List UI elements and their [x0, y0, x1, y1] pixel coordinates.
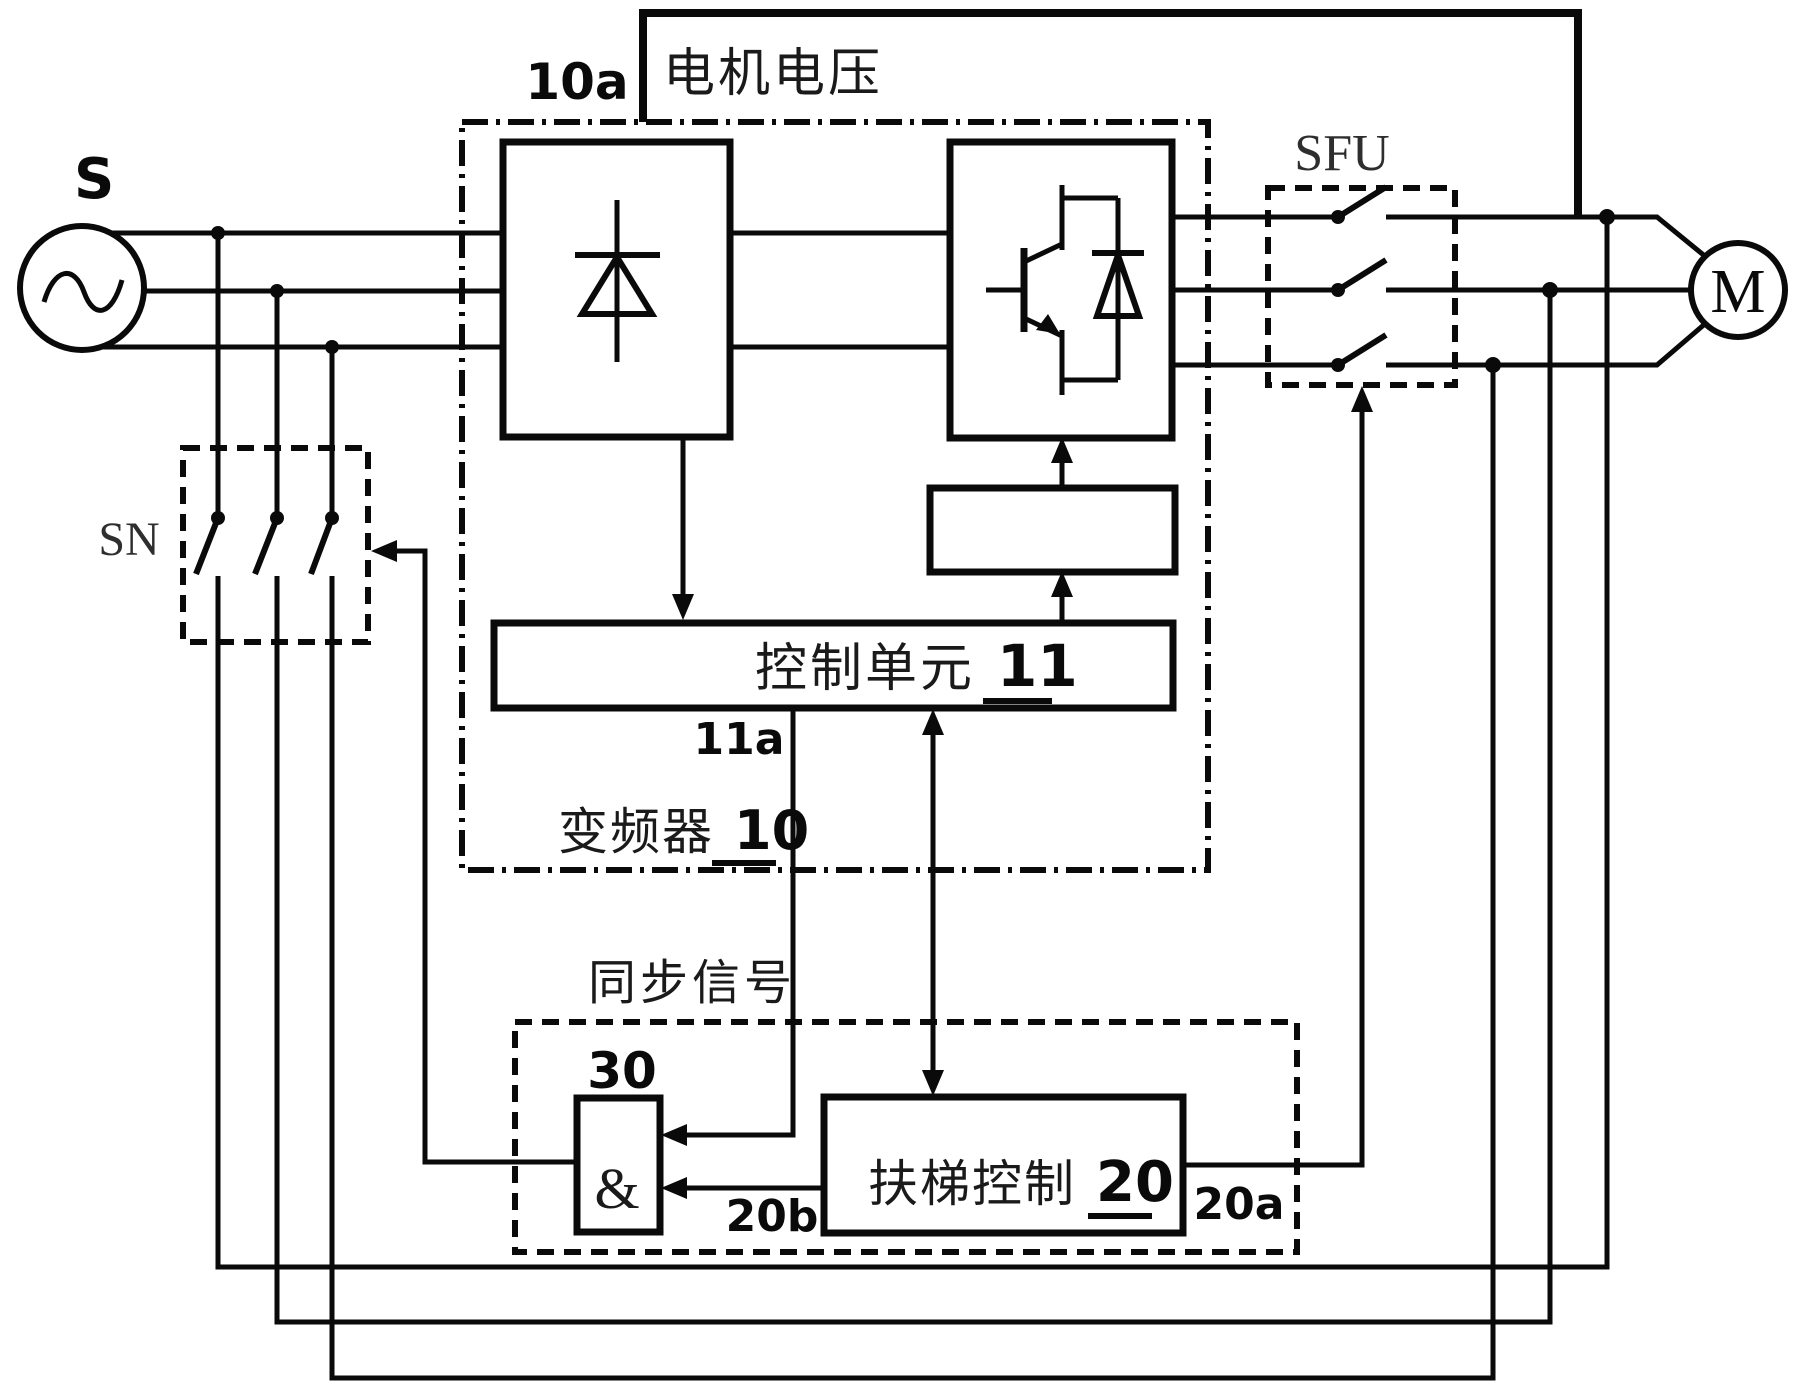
signal-20a-path	[1183, 410, 1365, 1168]
sn-switch-blade-2	[252, 516, 280, 576]
label-10a: 10a	[525, 53, 628, 111]
converter-ref: 10	[734, 799, 809, 862]
sn-contactor-box	[180, 445, 371, 645]
sn-label: SN	[98, 513, 159, 566]
motor-voltage-label: 电机电压	[663, 46, 883, 103]
signal-11a-path	[684, 708, 796, 1138]
ac-source	[17, 223, 147, 353]
inverter-block	[946, 138, 1176, 442]
bypass-bus-1	[215, 217, 1610, 1270]
control-unit-ref: 11	[997, 632, 1078, 700]
rectifier-block	[499, 138, 734, 441]
three-phase-input-wires	[101, 230, 503, 350]
dc-link-wires	[730, 230, 950, 350]
escalator-control-label: 扶梯控制 20	[868, 1150, 1174, 1215]
motor-label: M	[1710, 258, 1765, 326]
and-gate-symbol: &	[594, 1156, 639, 1221]
signal-arrows	[371, 386, 1373, 1199]
sfu-switch-blade-1	[1336, 184, 1388, 220]
source-label: S	[74, 147, 114, 212]
motor: M	[1688, 240, 1788, 340]
bypass-bus-2	[274, 290, 1553, 1325]
frequency-converter-box	[459, 119, 1211, 873]
escalator-control-ref: 20	[1096, 1150, 1174, 1215]
and-gate-output-path	[394, 548, 577, 1165]
sfu-switch-blade-3	[1336, 332, 1388, 368]
label-20b: 20b	[726, 1191, 819, 1242]
converter-label: 变频器 10	[558, 799, 809, 862]
rectifier-diode-symbol	[575, 200, 660, 362]
igbt-symbol	[986, 185, 1065, 395]
label-30: 30	[587, 1042, 657, 1100]
motor-circle	[1688, 240, 1788, 340]
control-unit-label: 控制单元 11	[755, 632, 1078, 700]
control-unit-box	[490, 619, 1177, 712]
motor-voltage-feedback-path	[639, 9, 1582, 217]
sn-switch-blade-1	[193, 516, 221, 576]
sine-wave-icon	[41, 271, 125, 313]
and-gate-box	[573, 1094, 664, 1236]
junction-dots	[211, 209, 1615, 525]
motor-output-wires	[1172, 184, 1708, 368]
bypass-bus-3	[329, 365, 1496, 1381]
sfu-contactor-box	[1265, 185, 1458, 388]
gate-driver-box	[926, 484, 1179, 576]
sync-signal-label: 同步信号	[588, 957, 796, 1010]
sfu-label: SFU	[1294, 125, 1389, 182]
label-11a: 11a	[694, 714, 785, 765]
bypass-wiring	[193, 217, 1610, 1381]
freewheel-diode-symbol	[1062, 195, 1144, 383]
sfu-switch-blade-2	[1336, 257, 1388, 293]
label-20a: 20a	[1194, 1179, 1285, 1230]
sn-switch-blade-3	[308, 516, 335, 576]
sync-logic-box	[512, 1019, 1300, 1255]
